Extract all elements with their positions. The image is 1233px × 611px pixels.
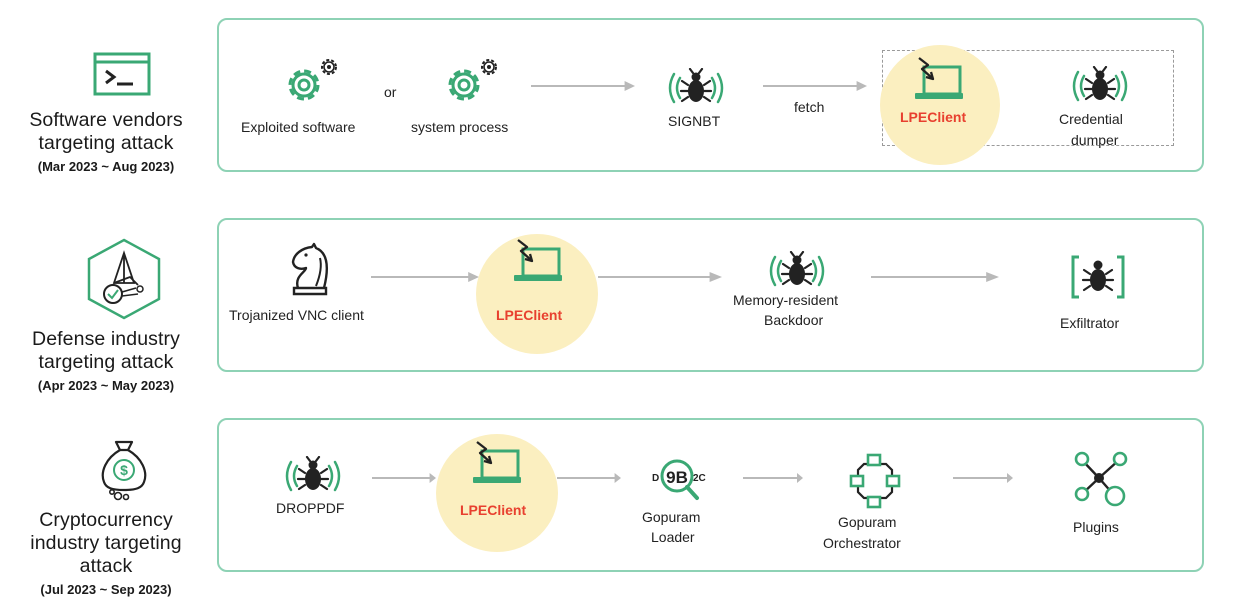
trojanized-vnc-label: Trojanized VNC client [229, 307, 364, 323]
row3-title-line3: attack [79, 555, 133, 577]
row1-title-line2: targeting attack [38, 132, 174, 154]
row1-flow-box [217, 18, 1204, 172]
plugins-graph-icon [1069, 448, 1131, 510]
lpeclient-laptop-icon [508, 238, 568, 288]
exfiltrator-label: Exfiltrator [1060, 315, 1120, 331]
fetch-label: fetch [794, 99, 825, 115]
lpeclient-label: LPEClient [496, 307, 563, 323]
signbt-bug-icon [666, 68, 726, 108]
row1-date: (Mar 2023 ~ Aug 2023) [37, 159, 175, 174]
terminal-icon [93, 52, 151, 96]
plugins-label: Plugins [1073, 519, 1119, 535]
arrow [371, 271, 479, 283]
gopuram-orchestrator-label-line1: Gopuram [838, 514, 897, 530]
exploited-software-label: Exploited software [241, 119, 356, 135]
arrow [598, 271, 722, 283]
arrow [953, 472, 1013, 484]
money-bag-icon: $ [98, 438, 150, 502]
svg-text:D: D [652, 473, 659, 484]
backdoor-label-line1: Memory-resident [733, 292, 839, 308]
highlight-halo [880, 45, 1000, 165]
arrow [557, 472, 621, 484]
droppdf-bug-icon [283, 456, 343, 496]
lpeclient-laptop-icon [467, 440, 527, 490]
row3-title-line1: Cryptocurrency [39, 509, 173, 531]
arrow [763, 80, 867, 92]
exploited-software-gear-icon [283, 56, 343, 106]
row3-date: (Jul 2023 ~ Sep 2023) [40, 582, 172, 597]
system-process-label: system process [411, 119, 509, 135]
row3-title-line2: industry targeting [30, 532, 182, 554]
row3-label: Cryptocurrency industry targeting attack… [0, 509, 212, 597]
highlight-halo [476, 234, 598, 354]
row2-flow-box [217, 218, 1204, 372]
row2-label: Defense industry targeting attack (Apr 2… [0, 328, 212, 393]
gopuram-loader-label-line1: Gopuram [642, 509, 701, 525]
row3-flow-box [217, 418, 1204, 572]
row1-label: Software vendors targeting attack (Mar 2… [0, 109, 212, 174]
chess-knight-icon [284, 242, 336, 300]
gopuram-loader-magnifier-icon: D 9B 2C [649, 456, 709, 502]
defense-target-icon [84, 237, 164, 321]
gopuram-loader-label-line2: Loader [651, 529, 695, 545]
or-label: or [384, 84, 397, 100]
exfiltrator-bug-icon [1069, 254, 1127, 300]
gopuram-orchestrator-network-icon [846, 452, 904, 510]
credential-dumper-label-line2: dumper [1071, 132, 1119, 148]
backdoor-bug-icon [767, 251, 827, 291]
lpeclient-label: LPEClient [460, 502, 527, 518]
signbt-label: SIGNBT [668, 113, 721, 129]
arrow [743, 472, 803, 484]
arrow [531, 80, 635, 92]
credential-dumper-label-line1: Credential [1059, 111, 1123, 127]
highlight-halo [436, 434, 558, 552]
lpeclient-label: LPEClient [900, 109, 967, 125]
backdoor-label-line2: Backdoor [764, 312, 824, 328]
row2-title-line1: Defense industry [32, 328, 180, 350]
gopuram-orchestrator-label-line2: Orchestrator [823, 535, 901, 551]
row1-title-line1: Software vendors [29, 109, 183, 131]
loader-glyph: 9B [666, 468, 688, 487]
credential-dumper-bug-icon [1070, 66, 1130, 106]
arrow [871, 271, 999, 283]
svg-text:$: $ [120, 462, 128, 478]
system-process-gear-icon [443, 56, 503, 106]
row2-title-line2: targeting attack [38, 351, 174, 373]
row2-date: (Apr 2023 ~ May 2023) [37, 378, 175, 393]
lpeclient-laptop-icon [909, 56, 969, 106]
arrow [372, 472, 436, 484]
droppdf-label: DROPPDF [276, 500, 345, 516]
svg-text:2C: 2C [693, 473, 706, 484]
